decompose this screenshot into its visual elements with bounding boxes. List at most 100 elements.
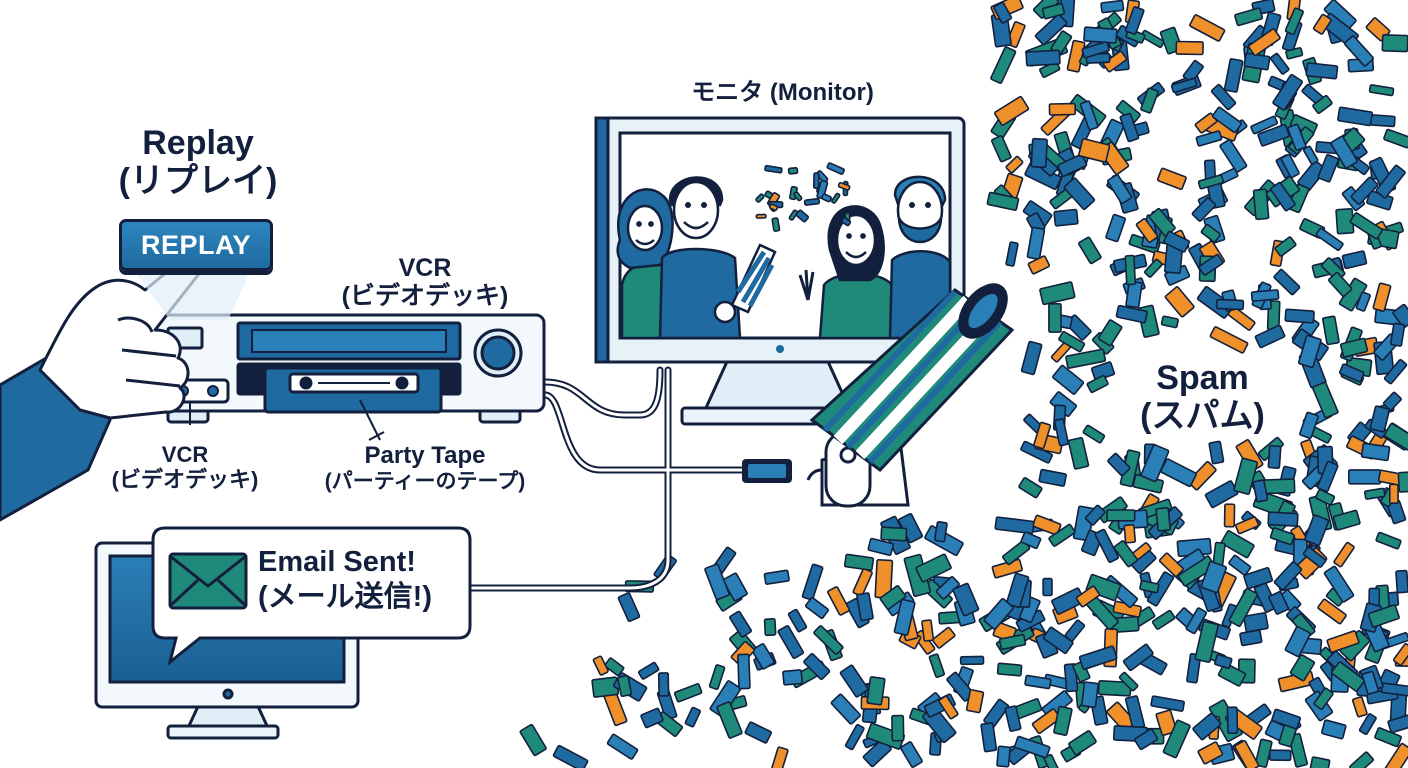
envelope-icon (168, 552, 248, 610)
confetti-piece (1363, 487, 1386, 500)
confetti-piece (1052, 364, 1085, 395)
replay-title: Replay (リプレイ) (118, 124, 278, 200)
confetti-piece (657, 672, 670, 697)
confetti-piece (1361, 670, 1380, 695)
confetti-piece (928, 653, 946, 678)
confetti-piece (1360, 442, 1391, 462)
confetti-piece (763, 618, 777, 637)
confetti-piece (852, 567, 873, 597)
confetti-piece (1078, 236, 1102, 265)
confetti-piece (788, 209, 799, 221)
confetti-piece (1155, 506, 1172, 532)
confetti-piece (722, 572, 748, 602)
confetti-piece (1086, 374, 1109, 394)
confetti-piece (1389, 322, 1406, 347)
party-people (616, 175, 952, 340)
confetti-piece (1254, 324, 1286, 349)
confetti-piece (1133, 728, 1159, 751)
confetti-piece (1057, 153, 1088, 177)
confetti-piece (921, 619, 935, 642)
confetti-piece (1305, 62, 1339, 80)
confetti-piece (891, 714, 905, 742)
confetti-piece (1273, 268, 1301, 296)
confetti-piece (1333, 541, 1355, 568)
confetti-piece (1215, 298, 1245, 311)
confetti-piece (1220, 530, 1255, 559)
confetti-piece (1326, 630, 1360, 653)
confetti-piece (933, 520, 948, 543)
confetti-piece (821, 193, 832, 203)
confetti-piece (804, 596, 829, 619)
confetti-piece (931, 626, 956, 649)
spam-label-jp: (スパム) (1140, 397, 1265, 436)
confetti-piece (640, 707, 664, 729)
party-tape-label-en: Party Tape (364, 442, 486, 469)
confetti-piece (744, 721, 772, 744)
confetti-piece (1085, 573, 1122, 602)
confetti-piece (1367, 604, 1400, 628)
confetti-piece (1250, 289, 1280, 302)
confetti-piece (1395, 569, 1408, 594)
email-sent-text: Email Sent! (メール送信!) (258, 545, 432, 616)
confetti-piece (803, 197, 821, 206)
confetti-piece (1210, 83, 1237, 111)
confetti-piece (1042, 626, 1074, 655)
confetti-piece (830, 693, 861, 725)
confetti-piece (1118, 671, 1139, 692)
confetti-piece (1372, 282, 1392, 312)
confetti-piece (1327, 271, 1353, 298)
confetti-piece (1140, 87, 1159, 114)
confetti-piece (1033, 421, 1052, 450)
confetti-piece (1349, 751, 1375, 768)
confetti-piece (755, 213, 767, 219)
confetti-piece (991, 558, 1023, 579)
vcr-bottom-label-jp: (ビデオデッキ) (111, 466, 259, 492)
confetti-piece (915, 553, 952, 583)
confetti-piece (787, 608, 808, 633)
confetti-piece (1285, 47, 1304, 60)
confetti-piece (1194, 620, 1219, 663)
confetti-piece (1083, 26, 1118, 44)
confetti-piece (1113, 540, 1139, 568)
confetti-piece (1392, 303, 1408, 329)
confetti-piece (708, 664, 726, 690)
confetti-piece (938, 695, 959, 720)
confetti-piece (1119, 112, 1140, 143)
confetti-piece (1081, 681, 1099, 708)
confetti-piece (1094, 528, 1120, 563)
confetti-piece (1302, 546, 1327, 568)
confetti-piece (1211, 106, 1243, 134)
confetti-piece (777, 625, 805, 660)
replay-button[interactable]: REPLAY (119, 219, 273, 271)
confetti-piece (843, 553, 875, 571)
confetti-piece (1034, 13, 1068, 46)
confetti-piece (994, 95, 1030, 126)
confetti-piece (1065, 348, 1107, 369)
confetti-piece (1313, 687, 1334, 710)
confetti-piece (1081, 41, 1110, 59)
button-glow (135, 272, 250, 320)
confetti-piece (1038, 468, 1067, 487)
confetti-piece (1067, 436, 1090, 470)
confetti-piece (1234, 7, 1264, 27)
confetti-piece (1162, 719, 1191, 759)
confetti-piece (879, 585, 907, 610)
vcr-bottom-label: VCR (ビデオデッキ) (100, 442, 270, 492)
confetti-piece (1100, 0, 1125, 14)
confetti-piece (1209, 326, 1249, 354)
confetti-piece (1197, 174, 1224, 190)
confetti-piece (1269, 527, 1296, 546)
confetti-piece (1234, 516, 1260, 535)
confetti-piece (1164, 286, 1195, 318)
confetti-piece (1151, 609, 1176, 630)
confetti-piece (1107, 174, 1133, 205)
confetti-piece (1312, 94, 1333, 115)
confetti-piece (1041, 2, 1066, 20)
confetti-piece (751, 643, 775, 670)
replay-title-en: Replay (142, 124, 254, 162)
confetti-piece (801, 563, 824, 601)
confetti-piece (1239, 629, 1263, 647)
confetti-piece (1068, 730, 1097, 756)
confetti-piece (769, 203, 779, 212)
email-sent-jp: (メール送信!) (258, 581, 432, 614)
